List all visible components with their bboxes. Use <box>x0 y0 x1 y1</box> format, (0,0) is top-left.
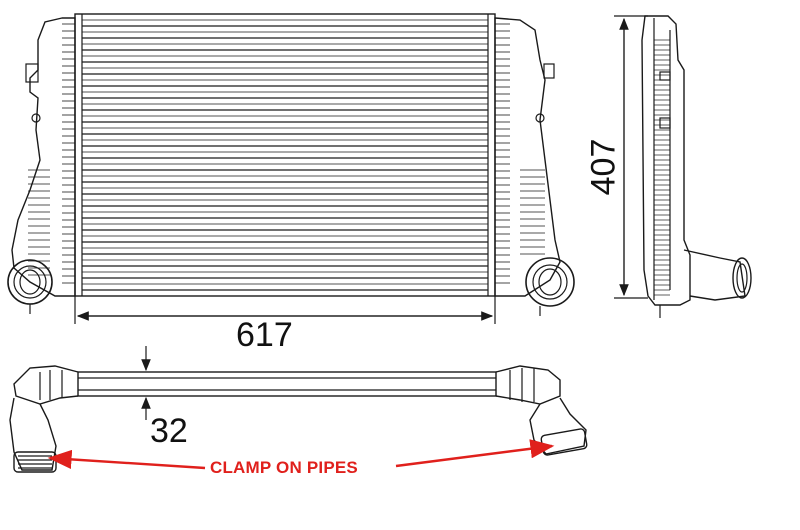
depth-dimension-label: 32 <box>150 412 188 450</box>
left-inlet-pipe <box>7 259 53 314</box>
top-core <box>77 371 497 397</box>
left-clamp <box>13 451 57 473</box>
side-view <box>641 15 752 318</box>
width-dimension-line <box>74 296 496 324</box>
width-dimension-label: 617 <box>236 316 293 354</box>
side-profile <box>641 15 691 306</box>
side-view-fins <box>654 39 670 296</box>
side-outlet-pipe <box>683 249 746 301</box>
core-fins <box>82 19 488 291</box>
top-left-pipe <box>9 397 57 471</box>
clamp-on-pipes-label: CLAMP ON PIPES <box>210 458 358 477</box>
clamp-arrows <box>47 439 555 470</box>
top-right-pipe <box>529 397 587 455</box>
front-view <box>7 13 575 316</box>
right-tank-ribs <box>495 23 545 284</box>
height-dimension-label: 407 <box>584 138 623 196</box>
height-dimension-line <box>614 15 648 299</box>
right-clamp <box>540 428 588 456</box>
left-tank-ribs <box>28 23 75 284</box>
top-view <box>9 365 588 473</box>
right-outlet-pipe <box>525 257 575 316</box>
